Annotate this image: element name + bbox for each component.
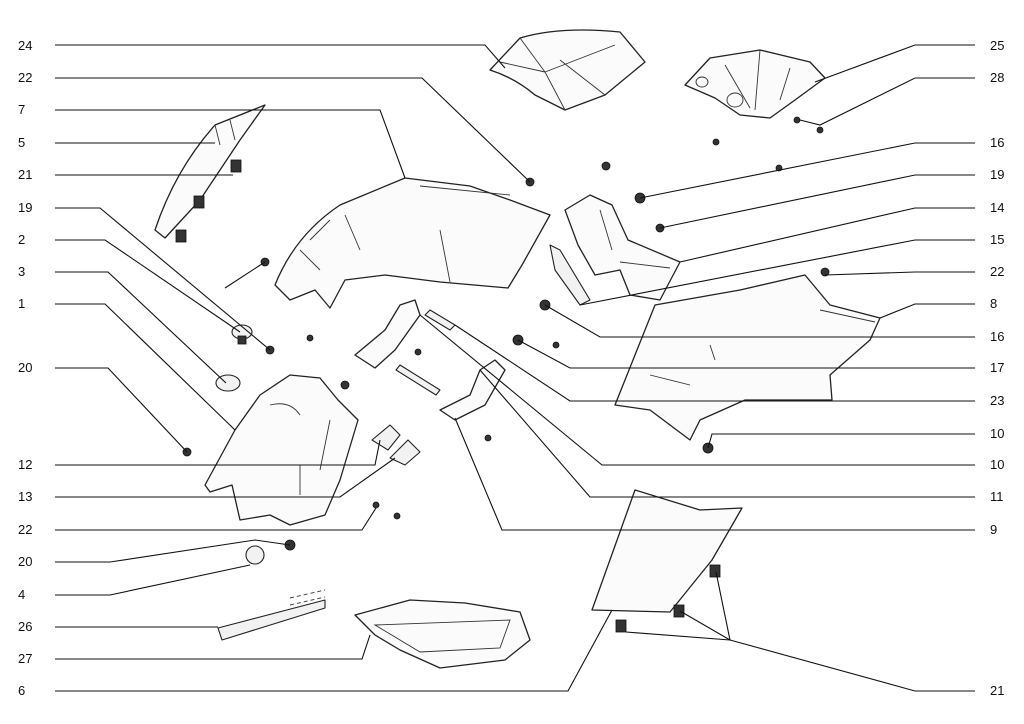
callout-label: 20 [18, 360, 33, 375]
callout-label: 10 [990, 457, 1005, 472]
part-7-side-fairing [274, 177, 551, 309]
callout-label: 16 [990, 135, 1005, 150]
part-26-rail [217, 589, 326, 641]
callout-label: 13 [18, 489, 33, 504]
callout-label: 7 [18, 102, 26, 117]
part-11-clamp [354, 299, 421, 369]
part-13-bracket [389, 439, 421, 466]
callout-label: 22 [990, 264, 1005, 279]
part-12-bracket [371, 424, 401, 451]
callout-label: 27 [18, 651, 33, 666]
part-15-clip [549, 244, 591, 306]
part-8-right-fairing [614, 274, 881, 441]
callout-label: 12 [18, 457, 33, 472]
callout-label: 4 [18, 587, 26, 602]
callout-label: 22 [18, 70, 33, 85]
callout-label: 19 [18, 200, 33, 215]
callout-label: 22 [18, 522, 33, 537]
callout-label: 5 [18, 135, 26, 150]
callout-label: 16 [990, 329, 1005, 344]
part-24-top-cover [489, 29, 646, 111]
part-14-bracket [564, 194, 681, 301]
callout-label: 25 [990, 38, 1005, 53]
part-1-lower-mudguard [204, 374, 359, 526]
callout-label: 2 [18, 232, 26, 247]
part-27-tray [354, 599, 531, 669]
callout-label: 19 [990, 167, 1005, 182]
part-2-grommet [231, 324, 253, 345]
part-5-front-panel [154, 104, 266, 239]
callout-label: 8 [990, 296, 998, 311]
callout-label: 15 [990, 232, 1005, 247]
callout-label: 14 [990, 200, 1005, 215]
callout-label: 10 [990, 426, 1005, 441]
callout-label: 9 [990, 522, 998, 537]
part-9-clamp [439, 359, 506, 421]
callout-label: 21 [18, 167, 33, 182]
callout-label: 17 [990, 360, 1005, 375]
callout-label: 20 [18, 554, 33, 569]
callout-label: 3 [18, 264, 26, 279]
part-25-headlight-unit [684, 49, 826, 119]
callout-label: 24 [18, 38, 33, 53]
callout-label: 11 [990, 489, 1004, 504]
callout-label: 26 [18, 619, 33, 634]
part-4-nut [245, 545, 265, 565]
callout-label: 1 [18, 296, 26, 311]
part-6-screen [591, 489, 743, 613]
leader-lines [55, 44, 975, 692]
part-23-rod [395, 309, 456, 396]
callout-label: 21 [990, 683, 1005, 698]
callout-label: 23 [990, 393, 1005, 408]
callout-label: 6 [18, 683, 26, 698]
callout-label: 28 [990, 70, 1005, 85]
